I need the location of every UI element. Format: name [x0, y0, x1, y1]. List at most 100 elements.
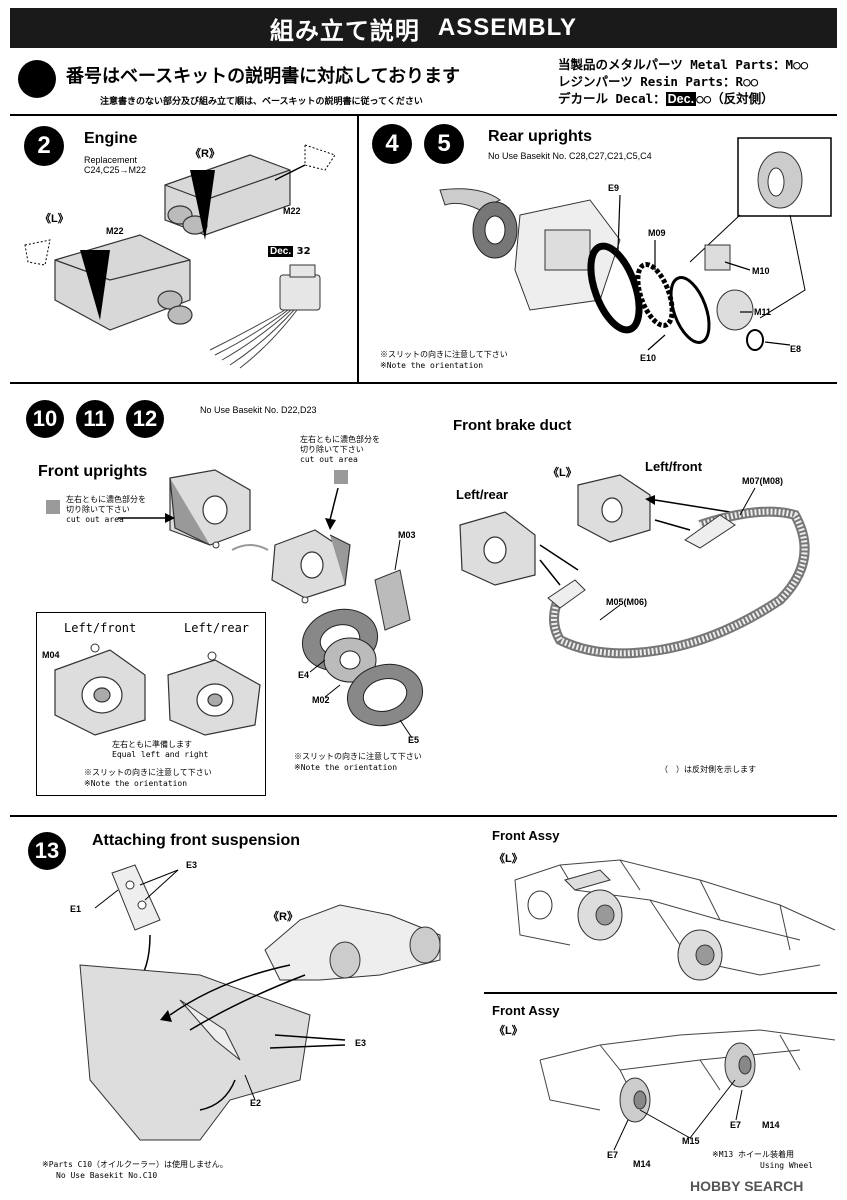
- engine-decal-box: Dec.: [268, 246, 294, 257]
- engine-part-m22-a: M22: [106, 226, 124, 236]
- part-m10: M10: [752, 266, 770, 276]
- equal-en: Equal left and right: [112, 750, 209, 759]
- divider-v1: [357, 114, 359, 382]
- replacement-parts: C24,C25→M22: [84, 165, 147, 175]
- brake-side-l: 《L》: [548, 467, 577, 479]
- inset-left-rear: Left/rear: [184, 621, 250, 635]
- inset-note-en: ※Note the orientation: [84, 779, 188, 788]
- assy1-title: Front Assy: [492, 828, 560, 843]
- intro-sub: 注意書きのない部分及び組み立て順は、ベースキットの説明書に従ってください: [100, 97, 423, 107]
- part-m15: M15: [682, 1136, 700, 1146]
- cut-jp-1: 左右ともに濃色部分を: [66, 495, 146, 504]
- part-m03: M03: [398, 530, 416, 540]
- part-e4: E4: [298, 670, 310, 680]
- brake-duct-title: Front brake duct: [453, 417, 572, 434]
- cut-jp-2: 切り除いて下さい: [66, 505, 130, 514]
- cut2-jp-1: 左右ともに濃色部分を: [300, 435, 380, 444]
- part-m04: M04: [42, 650, 60, 660]
- part-e5: E5: [408, 735, 420, 745]
- c10-note-jp: ※Parts C10（オイルクーラー）は使用しません。: [42, 1160, 228, 1169]
- step-4-badge: 4: [372, 124, 412, 164]
- legend-decal-post: ○○（反対側）: [696, 91, 774, 106]
- step-11-badge: 11: [76, 400, 114, 438]
- step-45-note-en: ※Note the orientation: [380, 361, 484, 370]
- legend-decal-box: Dec.: [665, 92, 697, 106]
- inset-left-front: Left/front: [64, 621, 137, 635]
- step-2-title: Engine: [84, 130, 138, 147]
- wheel-note-en: Using Wheel: [760, 1161, 813, 1170]
- part-e10: E10: [640, 353, 657, 363]
- equal-jp: 左右ともに準備します: [112, 740, 192, 749]
- step-1012-note-en: ※Note the orientation: [294, 763, 398, 772]
- brake-left-front: Left/front: [645, 459, 703, 474]
- legend-block: 当製品のメタルパーツ Metal Parts：M○○ レジンパーツ Resin …: [558, 56, 808, 108]
- part-e2: E2: [250, 1098, 262, 1108]
- step-1012-note-jp: ※スリットの向きに注意して下さい: [294, 752, 422, 761]
- step-45-no-use: No Use Basekit No. C28,C27,C21,C5,C4: [488, 151, 652, 161]
- engine-decal-num: 32: [296, 246, 311, 257]
- cut2-swatch: [334, 470, 348, 484]
- part-e9: E9: [608, 183, 620, 193]
- watermark: HOBBY SEARCH: [690, 1178, 804, 1194]
- step-13-badge: 13: [28, 832, 66, 870]
- cut2-en: cut out area: [300, 455, 358, 464]
- engine-side-l: 《L》: [40, 213, 69, 225]
- legend-decal-pre: デカール Decal：: [558, 91, 666, 106]
- step-13-title: Attaching front suspension: [92, 832, 300, 849]
- part-m02: M02: [312, 695, 330, 705]
- wheel-note-jp: ※M13 ホイール装着用: [712, 1150, 794, 1159]
- c10-note-en: No Use Basekit No.C10: [56, 1171, 158, 1180]
- divider-1: [10, 114, 837, 116]
- step-12-badge: 12: [126, 400, 164, 438]
- part-m09: M09: [648, 228, 666, 238]
- assy2-title: Front Assy: [492, 1003, 560, 1018]
- engine-decal-ref: Dec. 32: [268, 246, 311, 257]
- legend-metal: 当製品のメタルパーツ Metal Parts：M○○: [558, 57, 809, 72]
- part-m11: M11: [754, 307, 772, 317]
- part-m05: M05(M06): [606, 597, 648, 607]
- uprights-inset-box: [36, 612, 266, 796]
- part-e7-a: E7: [607, 1150, 619, 1160]
- replacement-label: Replacement: [84, 155, 138, 165]
- legend-decal: デカール Decal：Dec.○○（反対側）: [558, 90, 808, 108]
- step13-side-r: 《R》: [268, 911, 298, 923]
- part-e3-a: E3: [186, 860, 198, 870]
- part-e1: E1: [70, 904, 82, 914]
- mirror-note: （ ）は反対側を示します: [660, 765, 756, 774]
- step-10-badge: 10: [26, 400, 64, 438]
- assy2-side: 《L》: [494, 1025, 523, 1037]
- engine-side-r: 《R》: [190, 148, 220, 160]
- step-45-title: Rear uprights: [488, 128, 593, 145]
- step-1012-no-use: No Use Basekit No. D22,D23: [200, 405, 317, 415]
- brake-left-rear: Left/rear: [456, 487, 509, 502]
- part-e3-b: E3: [355, 1038, 367, 1048]
- assy1-side: 《L》: [494, 853, 523, 865]
- cut2-jp-2: 切り除いて下さい: [300, 445, 364, 454]
- header-title-jp: 組み立て説明: [269, 17, 420, 45]
- header-title-en: ASSEMBLY: [437, 14, 578, 41]
- divider-2: [10, 382, 837, 384]
- inset-note-jp: ※スリットの向きに注意して下さい: [84, 768, 212, 777]
- cut-en: cut out area: [66, 515, 124, 524]
- part-m14-b: M14: [762, 1120, 780, 1130]
- part-m14-a: M14: [633, 1159, 651, 1169]
- part-e8: E8: [790, 344, 802, 354]
- engine-part-m22-b: M22: [283, 206, 301, 216]
- front-uprights-title: Front uprights: [38, 463, 148, 480]
- page-header: 組み立て説明 ASSEMBLY: [10, 8, 837, 48]
- divider-3: [10, 815, 837, 817]
- step-2-badge: 2: [24, 126, 64, 166]
- divider-assy: [484, 992, 837, 994]
- step-5-badge: 5: [424, 124, 464, 164]
- bullet-dot: [18, 60, 56, 98]
- cut-swatch: [46, 500, 60, 514]
- step-45-note-jp: ※スリットの向きに注意して下さい: [380, 350, 508, 359]
- part-m07: M07(M08): [742, 476, 784, 486]
- part-e7-b: E7: [730, 1120, 742, 1130]
